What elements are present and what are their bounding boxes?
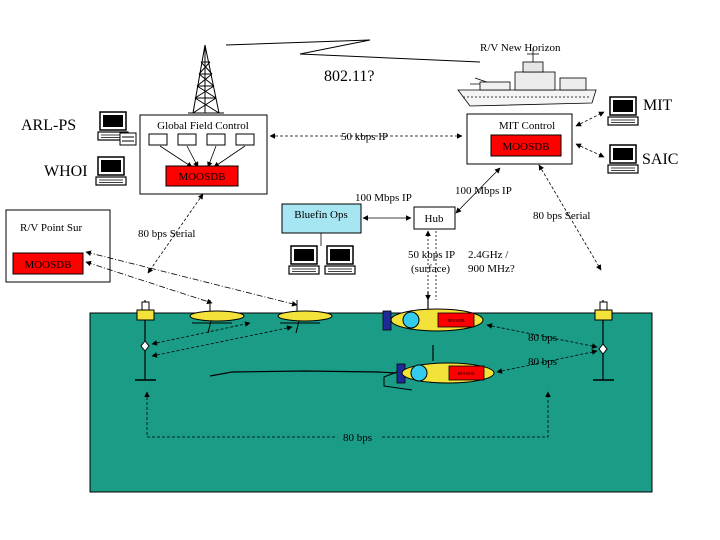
mit-control-title: MIT Control [499, 120, 555, 132]
gfc-moosdb-box [165, 165, 239, 187]
bluefin-hub-link-label: 100 Mbps IP [355, 192, 412, 204]
auv-1-tag: MOOSDB [447, 318, 464, 323]
point-sur-moosdb-box [12, 252, 84, 275]
point-sur-link-line-2 [85, 250, 298, 307]
hub-mit-link-line [455, 167, 501, 214]
gfc-mit-link-label: 50 kbps IP [341, 131, 388, 143]
point-sur-title: R/V Point Sur [20, 222, 82, 234]
surface-ip-label-2: (surface) [411, 263, 450, 275]
field-node-arrows [159, 145, 246, 168]
ship-label: R/V New Horizon [480, 42, 561, 54]
global-field-control-title: Global Field Control [157, 120, 249, 132]
saic-computer-icon [607, 144, 639, 174]
left-buoy-icon [135, 300, 156, 381]
saic-computer-link-line [575, 143, 605, 158]
wifi-label: 802.11? [324, 68, 375, 85]
gfc-buoy-serial-label: 80 bps Serial [138, 228, 195, 240]
field-node-icons [148, 133, 255, 146]
point-sur-moosdb-label: MOOSDB [24, 259, 71, 271]
right-buoy-icon [593, 300, 614, 381]
bottom-acoustic-label: 80 bps [343, 432, 372, 444]
mit-buoy-serial-line [538, 164, 602, 271]
bluefin-computer-2-icon [324, 245, 356, 275]
ship-icon [457, 48, 597, 107]
mit-moosdb-label: MOOSDB [502, 141, 549, 153]
surface-ip-label-1: 50 kbps IP [408, 249, 455, 261]
bluefin-ops-label: Bluefin Ops [294, 209, 347, 221]
hub-box [413, 206, 456, 230]
arl-ps-label: ARL-PS [21, 117, 76, 134]
wireless-link-line [225, 39, 481, 63]
saic-label: SAIC [642, 151, 678, 168]
acoustic-label-2: 80 bps [528, 356, 557, 368]
whoi-label: WHOI [44, 163, 88, 180]
hub-label: Hub [425, 213, 444, 225]
bluefin-computer-1-icon [288, 245, 320, 275]
acoustic-link-right-1 [486, 323, 598, 349]
mit-computer-icon [607, 96, 639, 126]
acoustic-label-1: 80 bps [528, 332, 557, 344]
mit-moosdb-box [490, 134, 562, 157]
auv-2-icon [383, 345, 495, 391]
printer-icon [119, 132, 137, 146]
radio-label-2: 900 MHz? [468, 263, 515, 275]
hub-mit-link-label: 100 Mbps IP [455, 185, 512, 197]
bottom-label-backdrop [337, 430, 381, 444]
auv-2-tag: MOOSDB [457, 371, 474, 376]
acoustic-link-right-2 [496, 349, 598, 374]
water-area [89, 312, 653, 493]
glider-2-icon [277, 300, 333, 334]
mit-buoy-serial-label: 80 bps Serial [533, 210, 590, 222]
radio-tower-icon [188, 44, 224, 114]
whoi-computer-icon [95, 156, 127, 186]
towed-cable-line [209, 370, 397, 377]
radio-label-1: 2.4GHz / [468, 249, 509, 261]
auv-1-icon [382, 292, 484, 332]
acoustic-link-left-2 [151, 325, 293, 358]
gfc-moosdb-label: MOOSDB [178, 171, 225, 183]
bluefin-ops-box [281, 203, 362, 234]
mit-computer-link-line [575, 111, 605, 127]
mit-label: MIT [643, 97, 673, 114]
